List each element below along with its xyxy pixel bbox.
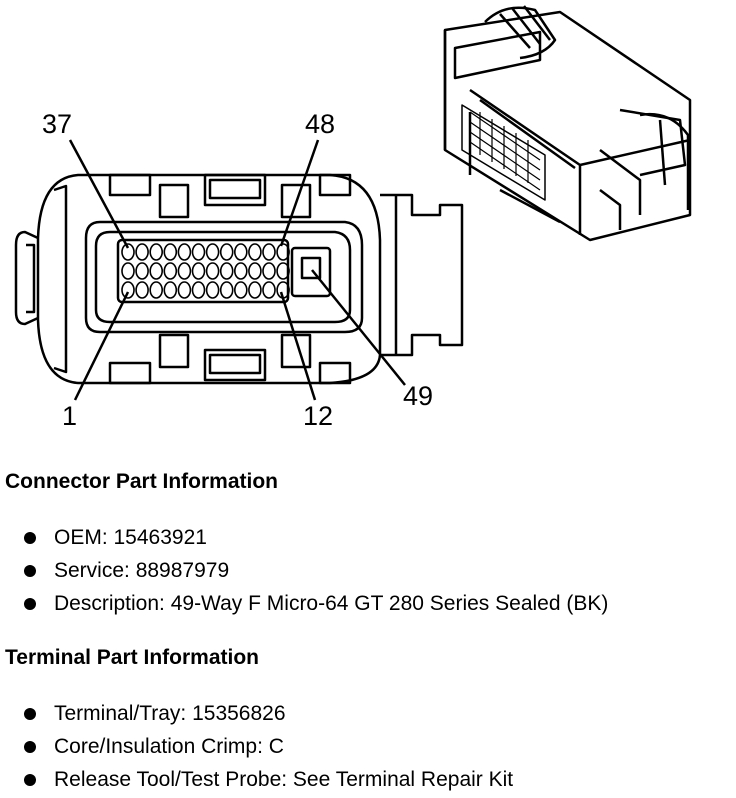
bullet-icon xyxy=(24,565,36,577)
pin-cavity xyxy=(234,262,248,280)
terminal-part-info-list: Terminal/Tray: 15356826 Core/Insulation … xyxy=(0,697,513,796)
bullet-icon xyxy=(24,598,36,610)
pin-cavity xyxy=(191,262,206,280)
pin-cavity xyxy=(262,243,276,261)
pin-label-48: 48 xyxy=(305,109,335,139)
pin-label-49: 49 xyxy=(403,381,433,411)
pin-cavity xyxy=(177,281,192,299)
pin-cavity xyxy=(205,281,220,299)
pin-cavity xyxy=(121,243,135,261)
pin-cavity-grid xyxy=(121,243,290,299)
leader-line-48 xyxy=(279,139,320,247)
connector-diagram: 37 48 1 12 49 xyxy=(14,5,692,431)
connector-description: Description: 49-Way F Micro-64 GT 280 Se… xyxy=(54,592,609,615)
leader-line-1 xyxy=(73,291,130,401)
connector-3d-view xyxy=(443,5,692,242)
pin-label-12: 12 xyxy=(303,401,333,431)
bullet-icon xyxy=(24,532,36,544)
list-item: Release Tool/Test Probe: See Terminal Re… xyxy=(0,763,513,796)
pin-cavity xyxy=(219,243,234,261)
list-item: OEM: 15463921 xyxy=(0,521,608,554)
release-tool-info: Release Tool/Test Probe: See Terminal Re… xyxy=(54,768,514,791)
pin-cavity xyxy=(191,243,206,261)
pin-cavity xyxy=(135,243,149,261)
pin-cavity xyxy=(248,281,262,299)
connector-face-view xyxy=(14,173,464,385)
list-item: Terminal/Tray: 15356826 xyxy=(0,697,513,730)
pin-cavity xyxy=(163,262,178,280)
pin-cavity xyxy=(205,262,220,280)
pin-cavity xyxy=(276,243,290,261)
leader-line-49 xyxy=(311,269,406,386)
pin-cavity xyxy=(135,262,149,280)
bullet-icon xyxy=(24,741,36,753)
pin-cavity xyxy=(248,243,262,261)
list-item: Core/Insulation Crimp: C xyxy=(0,730,513,763)
leader-line-37 xyxy=(68,139,130,249)
pin-cavity xyxy=(276,262,290,280)
crimp-info: Core/Insulation Crimp: C xyxy=(54,735,284,758)
pin-cavity xyxy=(149,281,163,299)
service-part-number: Service: 88987979 xyxy=(54,559,230,582)
pin-cavity xyxy=(219,262,234,280)
list-item: Description: 49-Way F Micro-64 GT 280 Se… xyxy=(0,587,608,620)
pin-cavity xyxy=(219,281,234,299)
pin-cavity xyxy=(191,281,206,299)
pin-cavity xyxy=(234,281,248,299)
pin-cavity xyxy=(163,243,178,261)
oem-part-number: OEM: 15463921 xyxy=(54,526,207,549)
leader-line-12 xyxy=(279,291,317,401)
leader-lines xyxy=(68,139,406,401)
bullet-icon xyxy=(24,708,36,720)
pin-cavity xyxy=(149,243,163,261)
connector-part-info-heading: Connector Part Information xyxy=(5,470,279,493)
pin-cavity xyxy=(262,281,276,299)
pin-cavity xyxy=(135,281,149,299)
pin-cavity xyxy=(177,262,192,280)
pin-cavity xyxy=(149,262,163,280)
connector-part-info-list: OEM: 15463921 Service: 88987979 Descript… xyxy=(0,521,608,620)
pin-cavity xyxy=(163,281,178,299)
pin-cavity xyxy=(248,262,262,280)
pin-label-1: 1 xyxy=(62,401,77,431)
bullet-icon xyxy=(24,774,36,786)
pin-cavity xyxy=(262,262,276,280)
pin-cavity xyxy=(121,262,135,280)
terminal-part-info-heading: Terminal Part Information xyxy=(5,646,259,669)
terminal-tray: Terminal/Tray: 15356826 xyxy=(54,702,286,725)
pin-cavity xyxy=(177,243,192,261)
pin-cavity xyxy=(234,243,248,261)
pin-cavity xyxy=(205,243,220,261)
list-item: Service: 88987979 xyxy=(0,554,608,587)
pin-label-37: 37 xyxy=(42,109,72,139)
pin-cavity xyxy=(121,281,135,299)
